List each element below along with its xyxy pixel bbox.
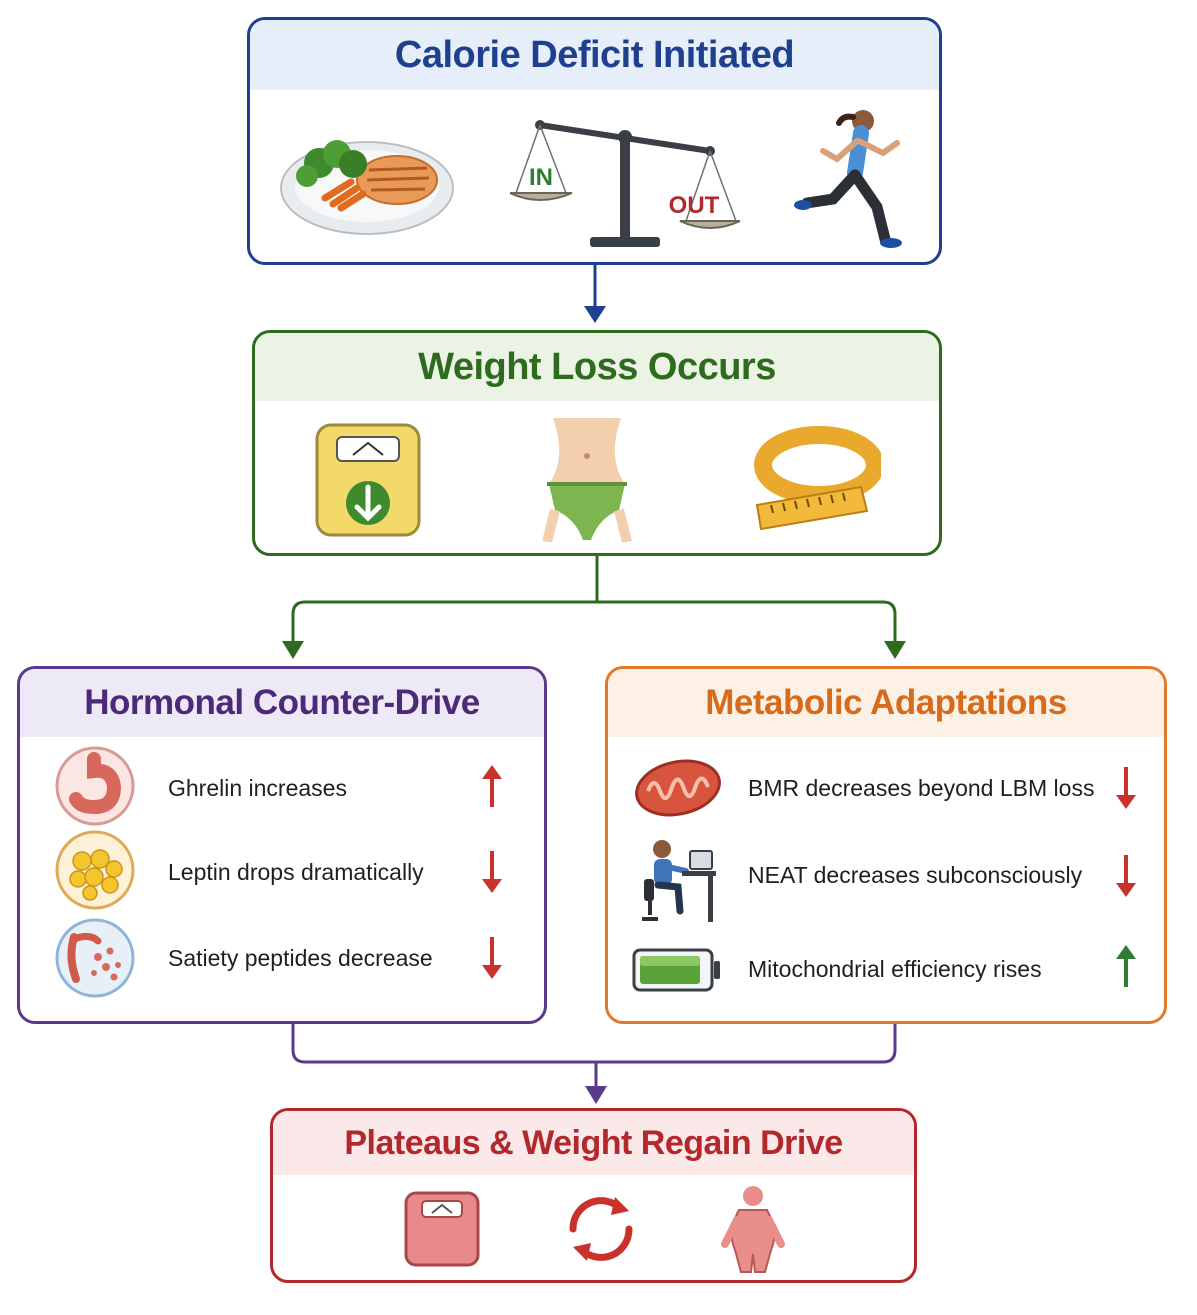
desk-worker-icon	[642, 840, 716, 922]
hormonal-title: Hormonal Counter-Drive	[20, 669, 544, 737]
fat-cells-icon	[55, 830, 135, 910]
plateau-box: Plateaus & Weight Regain Drive	[270, 1108, 917, 1283]
mitochondria-icon	[635, 759, 721, 817]
body-icon	[721, 1186, 786, 1273]
metabolic-box: Metabolic Adaptations BMR decreases beyo…	[605, 666, 1167, 1024]
up-arrow-icon	[482, 765, 502, 807]
balance-scale-icon: IN OUT	[509, 120, 740, 247]
leptin-label: Leptin drops dramatically	[168, 859, 424, 885]
down-arrow-icon	[482, 937, 502, 979]
plateau-title: Plateaus & Weight Regain Drive	[273, 1111, 914, 1175]
down-arrow-icon	[482, 851, 502, 893]
stomach-icon	[55, 746, 135, 826]
bathroom-scale-down-icon	[315, 423, 421, 537]
neat-label: NEAT decreases subconsciously	[748, 862, 1083, 888]
cycle-arrows-icon	[569, 1197, 633, 1261]
connector-loss-split	[291, 556, 897, 645]
measuring-tape-icon	[754, 426, 881, 531]
ghrelin-label: Ghrelin increases	[168, 775, 347, 801]
bmr-label: BMR decreases beyond LBM loss	[748, 775, 1095, 801]
hormonal-box: Hormonal Counter-Drive Ghrelin increases…	[17, 666, 547, 1024]
intestine-icon	[55, 918, 135, 998]
connector-merge	[291, 1024, 897, 1088]
battery-icon	[632, 948, 720, 992]
connector-deficit-to-loss	[584, 265, 606, 323]
down-arrow-icon	[1116, 767, 1136, 809]
satiety-label: Satiety peptides decrease	[168, 945, 433, 971]
connector-arrowhead-left	[282, 641, 304, 659]
weight-loss-title: Weight Loss Occurs	[255, 333, 939, 401]
mitochondrial-label: Mitochondrial efficiency rises	[748, 956, 1042, 982]
in-label: IN	[529, 164, 553, 191]
out-label: OUT	[668, 192, 719, 219]
plate-of-food-icon	[279, 140, 454, 235]
up-arrow-icon	[1116, 945, 1136, 987]
scale-icon	[404, 1191, 480, 1267]
weight-loss-box: Weight Loss Occurs	[252, 330, 942, 556]
down-arrow-icon	[1116, 855, 1136, 897]
connector-arrowhead-right	[884, 641, 906, 659]
calorie-deficit-title: Calorie Deficit Initiated	[250, 20, 939, 90]
runner-icon	[793, 110, 902, 248]
waist-icon	[542, 418, 632, 542]
calorie-deficit-box: Calorie Deficit Initiated IN OUT	[247, 17, 942, 265]
metabolic-title: Metabolic Adaptations	[608, 669, 1164, 737]
connector-arrowhead-merge	[585, 1086, 607, 1104]
